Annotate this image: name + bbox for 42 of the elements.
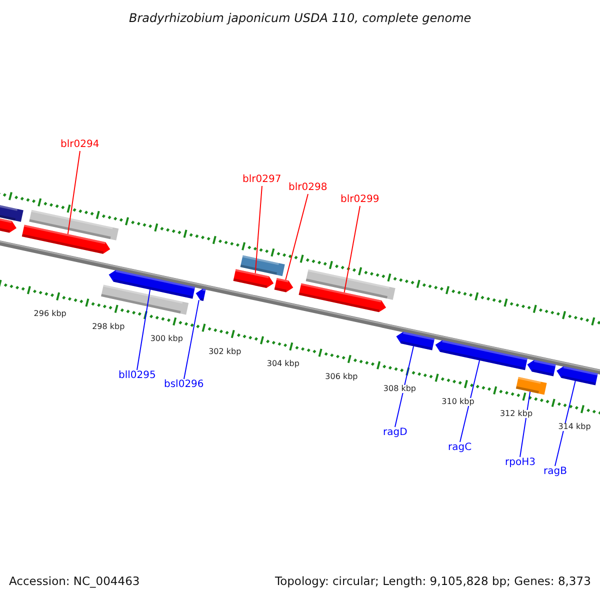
scale-label: 300 kbp <box>149 335 184 344</box>
gene-feature <box>108 270 196 299</box>
scale-label: 298 kbp <box>91 322 126 331</box>
gene-label: bll0295 <box>118 371 156 381</box>
gene-feature <box>556 366 598 386</box>
scale-label: 308 kbp <box>382 385 418 394</box>
leader-line <box>520 391 531 458</box>
gene-feature <box>516 376 547 395</box>
leader-line <box>554 380 576 466</box>
scale-label: 302 kbp <box>208 348 242 356</box>
gene-label: ragD <box>383 428 408 438</box>
scale-label: 296 kbp <box>32 310 68 318</box>
leader-line <box>460 360 480 442</box>
leader-line <box>344 206 360 293</box>
leader-line <box>67 150 80 235</box>
gene-feature <box>274 278 294 292</box>
gene-label: ragB <box>544 467 567 477</box>
gene-label: blr0298 <box>288 183 328 193</box>
gene-label: ragC <box>448 443 472 453</box>
scale-label: 306 kbp <box>324 372 359 381</box>
leader-line <box>184 300 200 380</box>
gene-label: blr0297 <box>242 175 282 185</box>
footer-text: Accession: NC_004463 <box>9 576 140 588</box>
gene-label: bsl0296 <box>164 380 204 390</box>
scale-label: 310 kbp <box>440 398 476 406</box>
scale-label: 314 kbp <box>557 422 592 431</box>
leader-line <box>285 194 308 280</box>
gene-label: rpoH3 <box>505 458 536 468</box>
gene-feature <box>396 332 435 350</box>
scale-label: 304 kbp <box>266 360 300 368</box>
leader-line <box>136 289 151 370</box>
leader-line <box>394 346 414 428</box>
gene-label: blr0294 <box>60 140 100 150</box>
gene-feature <box>196 288 206 302</box>
gene-label: blr0299 <box>340 195 380 205</box>
chart-title: Bradyrhizobium japonicum USDA 110, complete genome <box>129 12 472 24</box>
leader-line <box>254 186 262 274</box>
gene-feature <box>435 340 528 370</box>
footer-text: Topology: circular; Length: 9,105,828 bp; Genes: 8,373 <box>275 576 591 588</box>
gene-feature <box>22 224 110 254</box>
scale-label: 312 kbp <box>498 410 534 418</box>
gene-feature <box>298 283 386 312</box>
